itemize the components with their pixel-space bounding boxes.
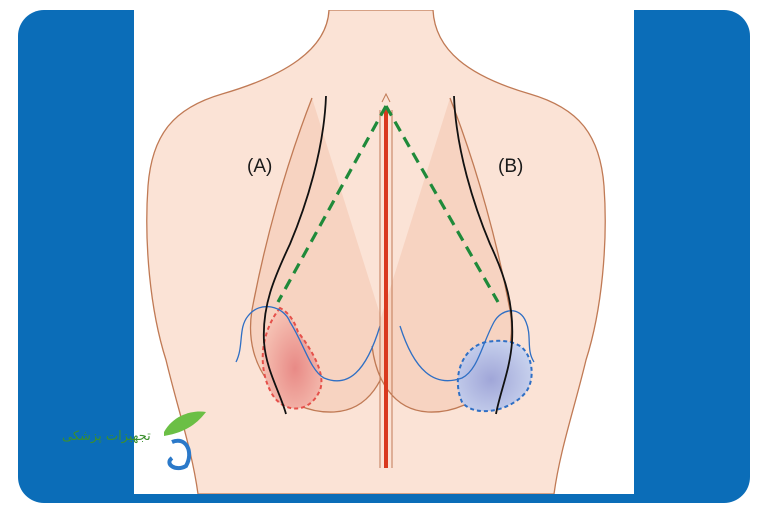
label-b: (B) xyxy=(498,156,524,177)
right-black-line xyxy=(453,95,514,415)
anatomy-illustration xyxy=(134,10,634,494)
right-green-dashed-line xyxy=(384,105,500,303)
left-blue-outline xyxy=(235,305,381,382)
right-blue-panel xyxy=(632,10,750,503)
left-black-line xyxy=(262,95,327,415)
logo xyxy=(60,408,210,478)
bottom-blue-strip xyxy=(134,494,634,503)
right-blue-outline xyxy=(399,310,535,382)
left-green-dashed-line xyxy=(276,105,388,303)
logo-text: تجهیزات پزشکی xyxy=(62,429,151,444)
nipple-spot xyxy=(381,92,391,103)
torso-shape xyxy=(146,10,606,494)
right-tissue-region xyxy=(456,339,533,413)
left-tissue-region xyxy=(261,306,323,410)
illustration-svg xyxy=(146,10,606,494)
label-a: (A) xyxy=(247,156,273,177)
left-blue-panel xyxy=(18,10,136,503)
leaf-icon xyxy=(164,411,206,471)
